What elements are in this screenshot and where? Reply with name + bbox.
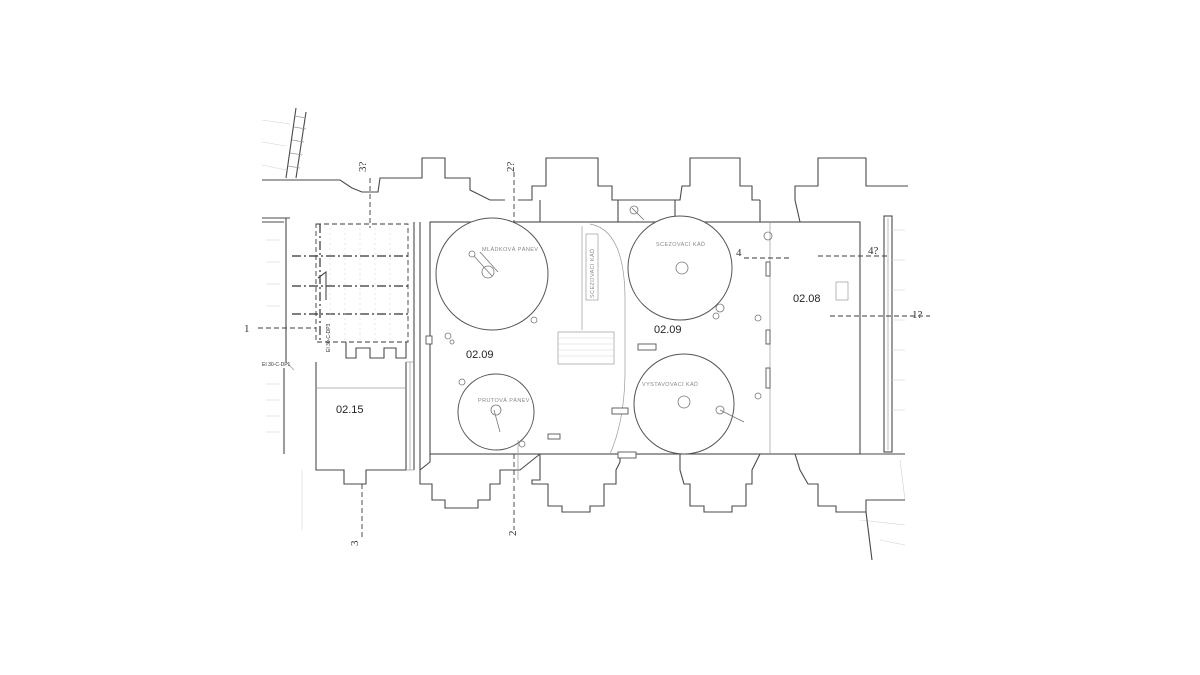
- door-label-a: EI 30-C-DP1: [262, 362, 291, 368]
- section-label-4-right: 4?: [868, 245, 879, 257]
- room-label-0209-right: 02.09: [654, 324, 682, 336]
- section-label-2-bottom: 2: [507, 531, 519, 537]
- tank-a: MLÁDKOVÁ PÁNEV: [435, 217, 549, 331]
- section-label-3-bottom: 3: [349, 540, 361, 546]
- section-label-3-top: 3?: [357, 162, 369, 173]
- top-left-stair: [285, 107, 307, 179]
- left-edge-ticks: [266, 239, 285, 454]
- section-label-4-left: 4: [736, 247, 742, 259]
- dimension-marks: [285, 361, 519, 480]
- tank-c: PRUTOVÁ PÁNEV: [457, 373, 535, 451]
- vertical-box: [585, 233, 599, 301]
- tank-d: VYSTAVOVACÍ KÁĎ: [633, 353, 745, 455]
- building-outline: [262, 157, 908, 561]
- tank-d-label: VYSTAVOVACÍ KÁĎ: [642, 380, 698, 388]
- tank-b-label: SCEZOVACÍ KÁĎ: [656, 240, 705, 248]
- tank-a-label: MLÁDKOVÁ PÁNEV: [482, 246, 538, 253]
- right-edge-wall: [883, 215, 905, 453]
- room-label-0215: 02.15: [336, 404, 364, 416]
- left-stair-block: [292, 223, 409, 359]
- tank-b: SCEZOVACÍ KÁĎ: [627, 205, 733, 321]
- section-label-2-top: 2?: [505, 162, 517, 173]
- door-label-b: EI 30-C-DP3: [326, 323, 332, 352]
- section-label-1-left: 1: [244, 323, 250, 335]
- equipment-dots: [444, 231, 773, 400]
- room-label-0208: 02.08: [793, 293, 821, 305]
- tank-c-label: PRUTOVÁ PÁNEV: [478, 397, 530, 404]
- context-lines: [261, 119, 906, 546]
- room-label-0209-left: 02.09: [466, 349, 494, 361]
- section-label-1-right: 1?: [912, 309, 923, 321]
- vertical-label: SCEZOVACÍ KÁĎ: [588, 249, 596, 298]
- interior-partitions: [425, 222, 849, 459]
- section-lines: [258, 172, 930, 540]
